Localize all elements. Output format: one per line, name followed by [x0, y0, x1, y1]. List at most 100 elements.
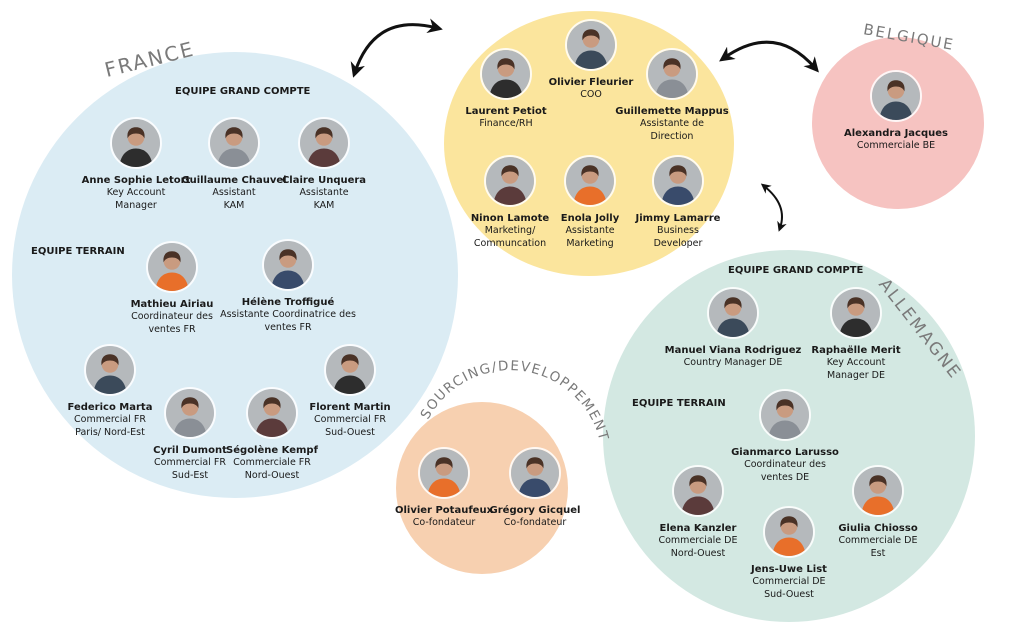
person-name: Gianmarco Larusso: [731, 447, 839, 458]
person-name: Florent Martin: [309, 402, 391, 413]
person-name: Ségolène Kempf: [226, 445, 318, 456]
person-icon: [486, 157, 534, 205]
avatar: [298, 117, 350, 169]
person-name: Ninon Lamote: [470, 213, 550, 224]
person-role: Commercial FR: [314, 414, 386, 425]
person-icon: [674, 467, 722, 515]
person-role: Manager DE: [827, 369, 885, 381]
france-grand-compte-heading: EQUIPE GRAND COMPTE: [175, 86, 311, 97]
person-role: Nord-Ouest: [670, 547, 726, 559]
person-role: ventes DE: [760, 471, 810, 483]
person-role: Coordinateur des: [744, 459, 826, 470]
person-role: Assistant: [212, 187, 256, 198]
person-role: Paris/ Nord-Est: [75, 426, 145, 438]
person-icon: [248, 389, 296, 437]
avatar: [146, 241, 198, 293]
france-terrain-heading: EQUIPE TERRAIN: [31, 246, 125, 257]
person-name: Mathieu Airiau: [130, 299, 214, 310]
person-icon: [511, 449, 559, 497]
person-icon: [112, 119, 160, 167]
person-role: Assistante: [565, 225, 615, 236]
person-icon: [482, 50, 530, 98]
person-icon: [326, 346, 374, 394]
person-role: Commerciale DE: [838, 535, 918, 546]
person-role: Direction: [650, 130, 694, 142]
person-role: Coordinateur des: [131, 311, 213, 322]
person-role: Sud-Ouest: [325, 426, 375, 438]
person-role: Assistante de: [639, 118, 705, 129]
avatar: [84, 344, 136, 396]
person-name: Olivier Potaufeux: [394, 505, 494, 516]
de-terrain-heading: EQUIPE TERRAIN: [632, 398, 726, 409]
avatar: [480, 48, 532, 100]
person-role: Est: [870, 547, 886, 559]
person-name: Claire Unquera: [281, 175, 367, 186]
person-name: Elena Kanzler: [659, 523, 737, 534]
person-role: Assistante Coordinatrice des: [220, 309, 356, 320]
avatar: [324, 344, 376, 396]
person-icon: [648, 50, 696, 98]
person-role: Key Account: [826, 357, 886, 368]
person-icon: [832, 289, 880, 337]
person-icon: [567, 21, 615, 69]
person-icon: [300, 119, 348, 167]
person-role: Sud-Ouest: [764, 588, 814, 600]
avatar: [564, 155, 616, 207]
avatar: [852, 465, 904, 517]
person-name: Manuel Viana Rodriguez: [664, 345, 802, 356]
person-name: Jimmy Lamarre: [635, 213, 721, 224]
person-icon: [566, 157, 614, 205]
person-role: Sud-Est: [171, 469, 209, 481]
person-role: Marketing: [566, 237, 614, 249]
person-role: Commercial DE: [752, 576, 826, 587]
person-role: Key Account: [106, 187, 166, 198]
person-role: Developer: [653, 237, 703, 249]
person-name: Guillemette Mappus: [615, 106, 729, 117]
person-role: Co-fondateur: [503, 517, 567, 528]
person-name: Federico Marta: [67, 402, 153, 413]
person-role: ventes FR: [148, 323, 196, 335]
avatar: [652, 155, 704, 207]
avatar: [484, 155, 536, 207]
person-role: Country Manager DE: [683, 357, 783, 368]
person-icon: [709, 289, 757, 337]
person-role: Commerciale BE: [856, 140, 936, 151]
person-name: Laurent Petiot: [465, 106, 547, 117]
person-icon: [86, 346, 134, 394]
person-name: Enola Jolly: [560, 213, 620, 224]
person-role: COO: [580, 89, 602, 100]
person-role: Commerciale DE: [658, 535, 738, 546]
avatar: [110, 117, 162, 169]
person-role: Finance/RH: [479, 118, 533, 129]
person-role: Commercial FR: [154, 457, 226, 468]
arrow-direction-allemagne: [760, 183, 787, 232]
avatar: [707, 287, 759, 339]
avatar: [672, 465, 724, 517]
person-icon: [765, 508, 813, 556]
person-role: ventes FR: [264, 321, 312, 333]
person-name: Anne Sophie Letort: [81, 175, 191, 186]
person-icon: [166, 389, 214, 437]
person-role: Nord-Ouest: [244, 469, 300, 481]
person-name: Alexandra Jacques: [844, 128, 948, 139]
person-icon: [761, 391, 809, 439]
avatar: [262, 239, 314, 291]
person-name: Grégory Gicquel: [489, 505, 581, 516]
arrow-france-direction: [350, 18, 443, 78]
